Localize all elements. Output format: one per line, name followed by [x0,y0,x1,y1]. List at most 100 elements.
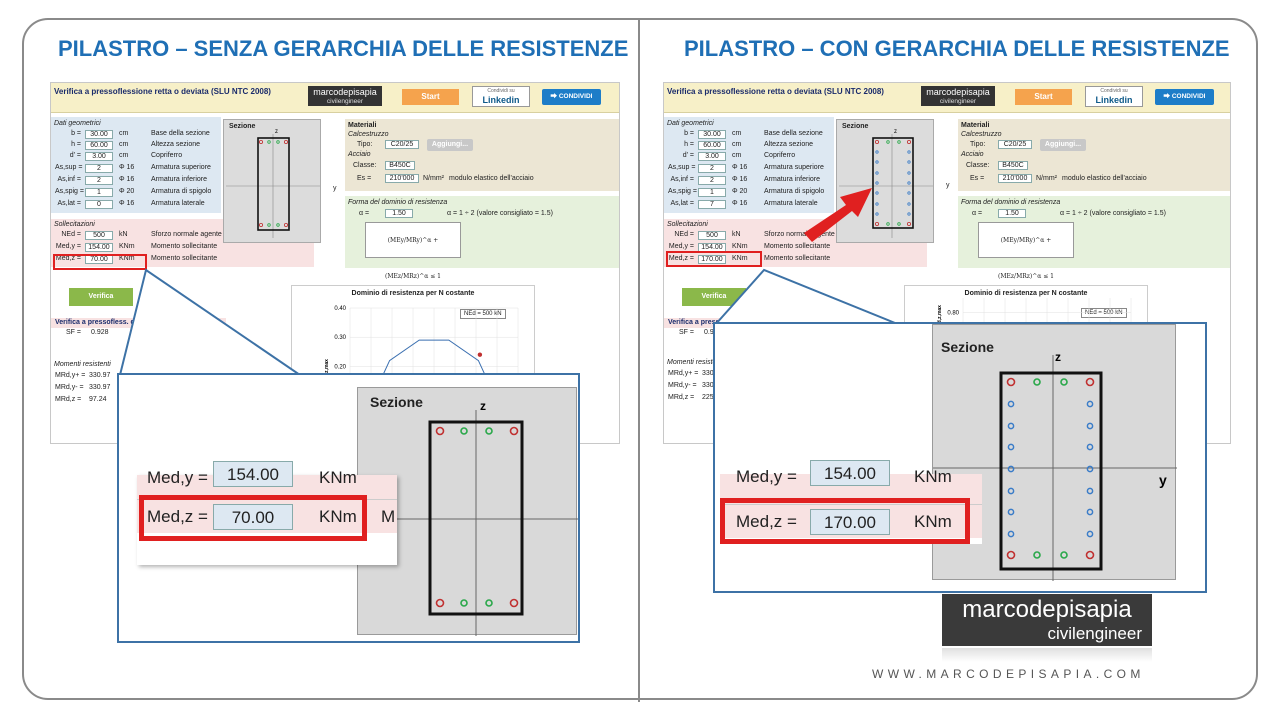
concrete-label: Calcestruzzo [961,131,1002,138]
es-label: Es = [357,175,372,182]
brand-logo-line2: civilengineer [1047,624,1143,643]
classe-label: Classe: [966,162,990,169]
verifica-button[interactable]: Verifica [69,288,133,306]
d-input[interactable]: 3.00 [85,152,113,161]
geometry-title: Dati geometrici [54,120,101,127]
y-tick-label: 0.40 [334,306,346,312]
svg-text:z: z [480,399,486,413]
steel-label: Acciaio [348,151,371,158]
alpha-label: α = [359,210,370,217]
medy-input[interactable]: 154.00 [85,243,113,252]
domain-title: Forma del dominio di resistenza [348,199,448,206]
ned-input[interactable]: 500 [85,231,113,240]
zoom-medz-value[interactable]: 170.00 [810,509,890,535]
zoom-medz-row: Med,z = 170.00 KNm [720,504,982,538]
d-input[interactable]: 3.00 [698,152,726,161]
as-inf-input[interactable]: 2 [698,176,726,185]
load-point [477,352,483,357]
brand-logo: marcodepisapia civilengineer [942,594,1152,646]
sheet-header: Verifica a pressoflessione retta o devia… [51,83,619,113]
b-input[interactable]: 30.00 [698,130,726,139]
loads-title: Sollecitazioni [667,221,708,228]
as-sup-input[interactable]: 2 [698,164,726,173]
concrete-type-select[interactable]: C20/25 [998,140,1032,149]
share-button[interactable]: ⮕ CONDIVIDI [542,89,601,105]
es-desc: modulo elastico dell'acciaio [1062,175,1147,182]
zoom-axis-y: y [1159,472,1167,488]
materials-title: Materiali [961,122,990,129]
es-unit: N/mm² [1036,175,1057,182]
as-sup-input[interactable]: 2 [85,164,113,173]
y-tick-label: 0.80 [947,311,959,317]
chart-legend: NEd = 500 kN [1081,308,1127,318]
es-input[interactable]: 210'000 [998,174,1032,183]
zoom-medy-value[interactable]: 154.00 [810,460,890,486]
h-input[interactable]: 60.00 [698,141,726,150]
concrete-type-select[interactable]: C20/25 [385,140,419,149]
section-preview-title: Sezione [842,123,869,130]
steel-class-select[interactable]: B450C [998,161,1028,170]
brand-logo-reflection [942,648,1152,662]
tipo-label: Tipo: [357,141,373,148]
domain-section: Forma del dominio di resistenza α = 1.50… [958,196,1230,280]
section-preview: Sezione z [223,119,321,243]
zoom-medz-value[interactable]: 70.00 [213,504,293,530]
ned-input[interactable]: 500 [698,231,726,240]
share-button[interactable]: ⮕ CONDIVIDI [1155,89,1214,105]
zoom-section-drawing: z [933,350,1177,581]
sf-row: SF =0.9 [679,329,714,336]
zoom-medy-value[interactable]: 154.00 [213,461,293,487]
brand-logo-line1: marcodepisapia [962,596,1132,623]
medz-input[interactable]: 170.00 [698,255,726,264]
domain-formula: (MEy/MRy)^α + (MEz/MRz)^α ≤ 1 [365,222,461,280]
aggiungi-button[interactable]: Aggiungi... [427,139,473,151]
website-link[interactable]: WWW.MARCODEPISAPIA.COM [872,667,1145,681]
as-lat-input[interactable]: 7 [698,200,726,209]
steel-label: Acciaio [961,151,984,158]
as-spig-input[interactable]: 1 [85,188,113,197]
domain-section: Forma del dominio di resistenza α = 1.50… [345,196,619,280]
es-input[interactable]: 210'000 [385,174,419,183]
zoom-callout-right: Sezione z y Med,y = 154.00 KNm [713,322,1207,593]
svg-text:z: z [894,129,897,135]
loads-title: Sollecitazioni [54,221,95,228]
geometry-title: Dati geometrici [667,120,714,127]
svg-text:z: z [1055,350,1061,364]
start-button[interactable]: Start [1015,89,1072,105]
title-left: PILASTRO – SENZA GERARCHIA DELLE RESISTE… [58,36,629,61]
alpha-input[interactable]: 1.50 [385,209,413,218]
as-spig-input[interactable]: 1 [698,188,726,197]
materials-section: Materiali Calcestruzzo Tipo: C20/25 Aggi… [958,119,1230,191]
steel-class-select[interactable]: B450C [385,161,415,170]
chart-title: Dominio di resistenza per N costante [964,290,1088,297]
sheet-title: Verifica a pressoflessione retta o devia… [667,87,884,96]
alpha-input[interactable]: 1.50 [998,209,1026,218]
alpha-label: α = [972,210,983,217]
title-right: PILASTRO – CON GERARCHIA DELLE RESISTENZ… [684,36,1230,61]
as-inf-input[interactable]: 2 [85,176,113,185]
start-button[interactable]: Start [402,89,459,105]
section-preview-drawing: z [839,129,933,238]
moments-title: Momenti resistenti [54,361,111,368]
h-input[interactable]: 60.00 [85,141,113,150]
verifica-button[interactable]: Verifica [682,288,746,306]
as-lat-input[interactable]: 0 [85,200,113,209]
materials-section: Materiali Calcestruzzo Tipo: C20/25 Aggi… [345,119,619,191]
es-desc: modulo elastico dell'acciaio [449,175,534,182]
aggiungi-button[interactable]: Aggiungi... [1040,139,1086,151]
panel-divider [638,18,640,702]
b-input[interactable]: 30.00 [85,130,113,139]
